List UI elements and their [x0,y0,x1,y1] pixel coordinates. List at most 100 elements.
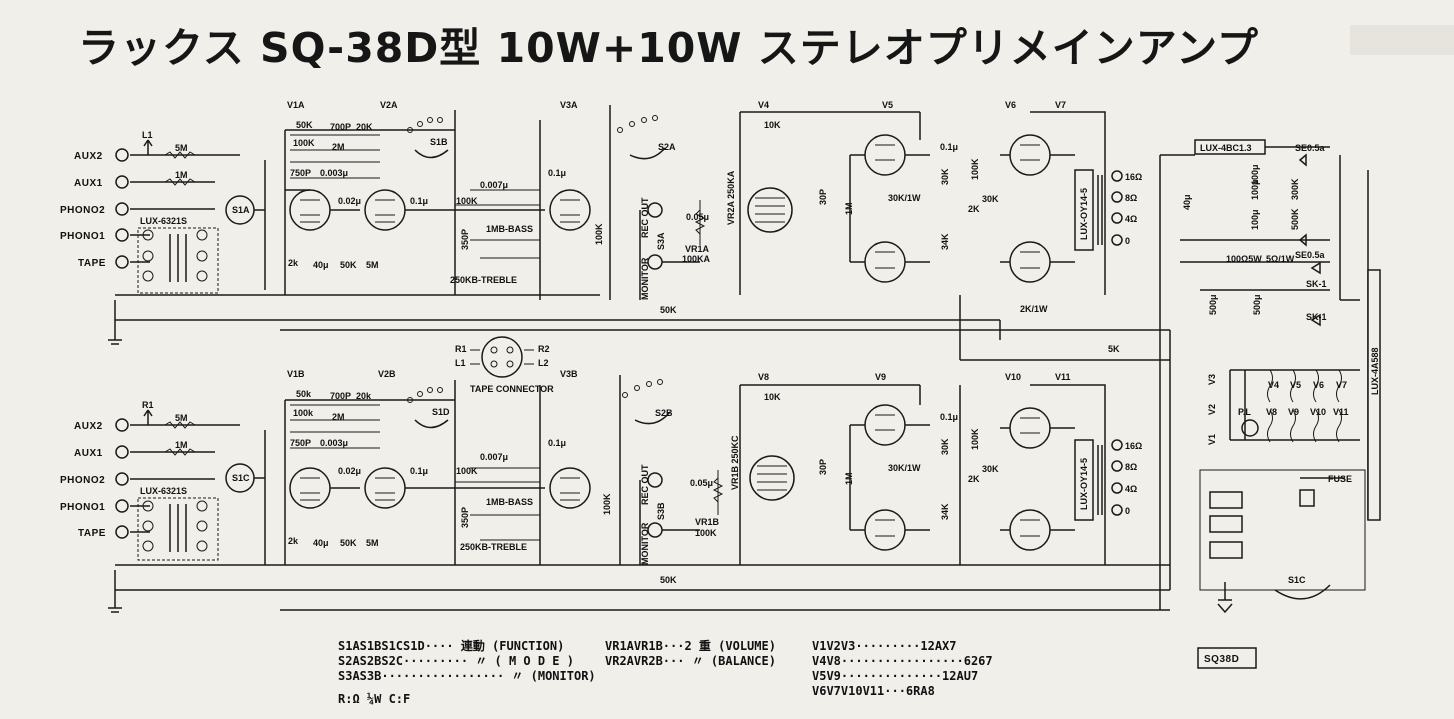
treble-control-top: 250KB-TREBLE [450,275,517,285]
speaker-terminals-bottom [1111,439,1123,516]
misc-5: 100μ [1250,179,1260,200]
comp-top-21: 0.05μ [686,212,709,222]
misc-10: SK-1 [1306,279,1327,289]
switch-label-s1a: S1A [232,205,250,215]
legend-left-2: S3AS3B················· 〃 (MONITOR) [338,669,596,683]
comp-top-16: 2k [288,258,299,268]
comp-bottom-11: 100K [456,466,478,476]
tube-label-v3a: V3A [560,100,578,110]
comp-top-17: 40μ [313,260,329,270]
comp-top-13: 350P [460,229,470,250]
comp-top-15: 100K [594,223,604,245]
treble-control-bottom: 250KB-TREBLE [460,542,527,552]
misc-0: 50K [660,305,677,315]
tape-pin-l1: L1 [455,358,466,368]
legend-tube-1: V4V8·················6267 [812,654,993,668]
misc-19: V5 [1290,380,1301,390]
comp-top-30: 34K [940,233,950,250]
comp-top-22: 30P [818,189,828,205]
tube-label-v7: V7 [1055,100,1066,110]
misc-1: 50K [660,575,677,585]
page-title: ラックス SQ-38D型 10W+10W ステレオプリメインアンプ [78,24,1259,72]
rec-out-label-bottom: REC OUT [640,464,650,505]
output-transformer-top-label: LUX-OY14-5 [1079,188,1089,240]
speaker-terminals-top [1111,170,1123,246]
misc-labels: 50K 50K 5K 2K/1W 40μ 100μ SE0.5a SE0.5a … [660,143,1352,585]
power-choke-label: LUX-4BC1.3 [1200,143,1252,153]
component-labels-top: 5M 1M 50K 100K 700P 20K 2M 750P 0.003μ 0… [175,120,999,270]
comp-top-0: 5M [175,143,188,153]
model-box: SQ38D [1197,647,1257,669]
comp-top-1: 1M [175,170,188,180]
switch-label-s1d: S1D [432,407,450,417]
comp-top-10: 0.1μ [410,196,428,206]
legend-tube-3: V6V7V10V11···6RA8 [812,684,935,698]
comp-bottom-2: 50k [296,389,312,399]
comp-bottom-29: 2K [968,474,980,484]
vr1a-value: 100KA [682,254,711,264]
switch-label-s1b: S1B [430,137,448,147]
comp-top-25: 30K [940,168,950,185]
channel-top [108,105,1170,361]
comp-bottom-0: 5M [175,413,188,423]
input-label-bottom-2: PHONO2 [60,475,105,486]
switch-label-s2a: S2A [658,142,676,152]
tube-label-v9: V9 [875,372,886,382]
rec-out-label-top: REC OUT [640,197,650,238]
switch-label-s3b: S3B [656,502,666,520]
misc-31: S1C [1288,575,1306,585]
power-supply [1159,139,1381,614]
misc-13: 500μ [1252,294,1262,315]
channel-bottom [108,330,1171,613]
comp-bottom-28: 30K [982,464,999,474]
tube-label-v4: V4 [758,100,769,110]
misc-17: 100μ [1250,164,1260,185]
input-label-bottom-0: AUX2 [74,421,103,432]
comp-bottom-26: 30K/1W [888,463,921,473]
comp-bottom-30: 34K [940,503,950,520]
comp-top-19: 5M [366,260,379,270]
switch-label-s1c: S1C [232,473,250,483]
switch-label-s3a: S3A [656,232,666,250]
misc-21: V7 [1336,380,1347,390]
comp-bottom-25: 30K [940,438,950,455]
misc-2: 5K [1108,344,1120,354]
tape-connector [470,336,534,378]
switch-s2b-contacts [622,379,671,425]
input-transformer-bottom-label: LUX-6321S [140,486,187,496]
comp-bottom-27: 100K [970,428,980,450]
tap-8-bottom: 8Ω [1125,462,1137,472]
comp-bottom-24: 0.1μ [940,412,958,422]
model-box-label: SQ38D [1204,654,1239,665]
comp-bottom-14: 0.1μ [548,438,566,448]
channel-label-right: R1 [142,400,154,410]
ghost-page-strip [1350,25,1454,55]
input-transformer-top-label: LUX-6321S [140,216,187,226]
misc-29: P.L [1238,407,1251,417]
tube-label-v2a: V2A [380,100,398,110]
input-label-top-0: AUX2 [74,151,103,162]
switch-label-s2b: S2B [655,408,673,418]
misc-28: V3 [1207,374,1217,385]
comp-bottom-10: 0.1μ [410,466,428,476]
misc-30: FUSE [1328,474,1352,484]
comp-bottom-23: 1M [844,472,854,485]
comp-bottom-3: 100k [293,408,314,418]
comp-bottom-6: 2M [332,412,345,422]
tape-pin-l2: L2 [538,358,549,368]
tube-label-v10: V10 [1005,372,1021,382]
comp-bottom-5: 20k [356,391,372,401]
legend-tube-0: V1V2V3·········12AX7 [812,639,957,653]
misc-23: V9 [1288,407,1299,417]
tap-4-bottom: 4Ω [1125,484,1137,494]
tube-label-v3b: V3B [560,369,578,379]
power-transformer-label: LUX-4A588 [1370,347,1380,395]
vr1b-label: VR1B [695,517,720,527]
component-labels-bottom: 5M 1M 50k 100k 700P 20k 2M 750P 0.003μ 0… [175,389,999,548]
tube-label-v11: V11 [1055,372,1071,382]
comp-bottom-18: 50K [340,538,357,548]
channel-label-left: L1 [142,130,153,140]
comp-bottom-20: 10K [764,392,781,402]
comp-bottom-1: 1M [175,440,188,450]
comp-top-29: 2K [968,204,980,214]
